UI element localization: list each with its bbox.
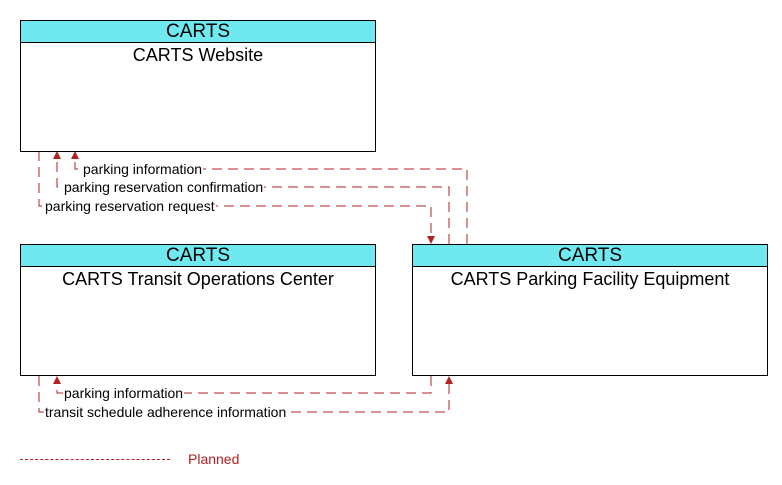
legend-planned-label: Planned — [188, 451, 240, 467]
node-title: CARTS Parking Facility Equipment — [450, 269, 730, 289]
node-carts-parking-facility-equipment[interactable]: CARTS CARTS Parking Facility Equipment — [412, 244, 768, 376]
flow-label-parking-reservation-confirmation: parking reservation confirmation — [63, 179, 265, 195]
node-title: CARTS Website — [132, 45, 264, 65]
arrowhead-icon — [427, 236, 435, 244]
arrowhead-icon — [445, 376, 453, 384]
flow-line-parking-info-to-website — [74, 155, 468, 244]
node-org-header: CARTS — [413, 245, 767, 267]
flow-line-parking-info-to-transit — [56, 376, 432, 394]
node-org-header: CARTS — [21, 21, 375, 43]
node-carts-website[interactable]: CARTS CARTS Website — [20, 20, 376, 152]
arrowhead-icon — [71, 151, 79, 159]
arrowhead-icon — [53, 376, 61, 384]
flow-label-parking-information: parking information — [63, 385, 185, 401]
node-org-header: CARTS — [21, 245, 375, 267]
flow-label-parking-reservation-request: parking reservation request — [44, 198, 216, 214]
flow-label-parking-information: parking information — [82, 161, 204, 177]
arrowhead-icon — [53, 151, 61, 159]
node-title: CARTS Transit Operations Center — [62, 269, 334, 289]
node-carts-transit-operations-center[interactable]: CARTS CARTS Transit Operations Center — [20, 244, 376, 376]
flow-line-confirmation-to-website — [56, 155, 450, 244]
flow-label-transit-schedule-adherence-information: transit schedule adherence information — [44, 404, 288, 420]
legend-planned-line — [20, 459, 170, 460]
